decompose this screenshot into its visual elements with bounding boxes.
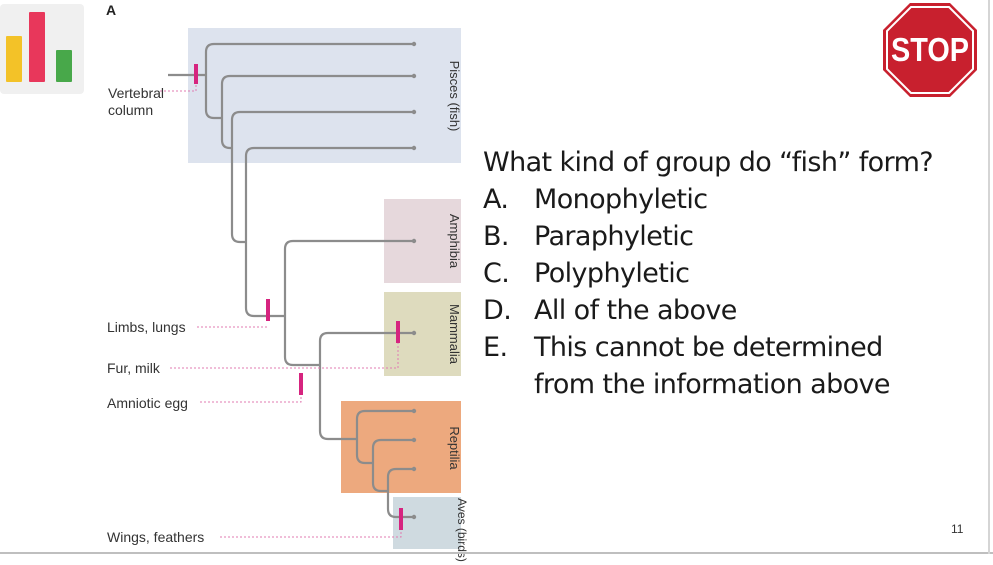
option-c: C. Polyphyletic	[483, 255, 953, 292]
clade-label-pisces: Pisces (fish)	[447, 60, 462, 132]
clade-label-aves: Aves (birds)	[455, 498, 469, 562]
option-a: A. Monophyletic	[483, 181, 953, 218]
clade-label-amphibia: Amphibia	[447, 213, 462, 269]
question-text: What kind of group do “fish” form?	[483, 147, 934, 178]
aves-box	[393, 497, 461, 549]
bar-chart-logo-icon	[0, 4, 84, 94]
trait-limbs-lungs: Limbs, lungs	[107, 319, 186, 335]
clade-label-reptilia: Reptilia	[447, 426, 462, 470]
figure-label: A	[106, 2, 117, 18]
trait-vertebral-column: Vertebral column	[108, 85, 165, 118]
option-b: B. Paraphyletic	[483, 218, 953, 255]
stop-sign-text: STOP	[891, 31, 969, 68]
option-text: All of the above	[534, 295, 737, 326]
option-text: Paraphyletic	[534, 221, 694, 252]
trait-wings-feathers: Wings, feathers	[107, 529, 205, 545]
option-d: D. All of the above	[483, 292, 953, 329]
option-letter: B.	[483, 221, 510, 252]
clade-label-mammalia: Mammalia	[447, 304, 462, 364]
option-letter: C.	[483, 258, 510, 289]
option-e: E. This cannot be determined from the inf…	[483, 329, 914, 403]
slide-right-border	[988, 0, 990, 554]
logo-bar-red	[29, 12, 45, 82]
option-letter: E.	[483, 332, 508, 363]
reptilia-box	[341, 401, 461, 493]
slide-bottom-border	[0, 552, 993, 554]
question-block: What kind of group do “fish” form? A. Mon…	[483, 144, 953, 403]
option-letter: D.	[483, 295, 512, 326]
option-text: Monophyletic	[534, 184, 708, 215]
page-number: 11	[951, 522, 964, 536]
option-text: This cannot be determined from the infor…	[534, 332, 891, 400]
logo-bar-yellow	[6, 36, 22, 82]
branch-tips	[411, 41, 417, 520]
pisces-box	[188, 28, 461, 163]
logo-bar-green	[56, 50, 72, 82]
trait-marks	[194, 64, 403, 530]
stop-sign-icon: STOP	[880, 0, 980, 100]
option-letter: A.	[483, 184, 509, 215]
option-text: Polyphyletic	[534, 258, 690, 289]
trait-fur-milk: Fur, milk	[107, 360, 160, 376]
tree-lines	[168, 42, 414, 519]
trait-amniotic-egg: Amniotic egg	[107, 395, 188, 411]
